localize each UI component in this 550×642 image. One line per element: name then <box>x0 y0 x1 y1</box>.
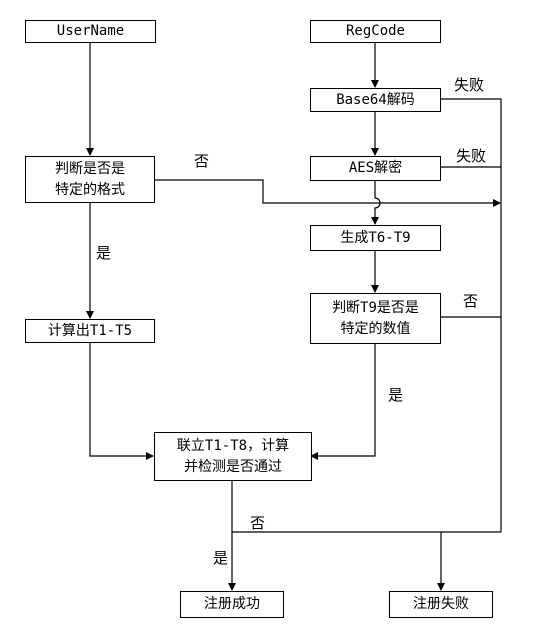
label-format-yes: 是 <box>96 244 112 262</box>
arrow-solve-no <box>231 480 445 591</box>
arrow-checkformat-no <box>154 179 501 207</box>
arrow-calct1t5-solve <box>89 342 154 460</box>
node-gen-t6-t9: 生成T6-T9 <box>310 225 441 251</box>
label-format-no: 否 <box>194 152 210 170</box>
label-t9-yes: 是 <box>388 386 404 404</box>
node-aes-decrypt: AES解密 <box>310 156 441 181</box>
label-solve-yes: 是 <box>213 549 229 567</box>
line-base64-fail <box>440 98 502 532</box>
label-solve-no: 否 <box>250 514 266 532</box>
node-solve-verify: 联立T1-T8，计算 并检测是否通过 <box>154 432 312 481</box>
node-register-success: 注册成功 <box>180 591 284 618</box>
label-aes-fail: 失败 <box>456 147 487 165</box>
node-username: UserName <box>25 20 156 43</box>
arrow-checkt9-solve <box>310 343 376 460</box>
label-t9-no: 否 <box>463 292 479 310</box>
node-base64-decode: Base64解码 <box>310 88 441 112</box>
node-calc-t1-t5: 计算出T1-T5 <box>25 319 155 343</box>
node-register-fail: 注册失败 <box>389 591 493 618</box>
node-check-format: 判断是否是 特定的格式 <box>25 156 155 203</box>
label-base64-fail: 失败 <box>454 76 485 94</box>
node-regcode: RegCode <box>310 20 441 43</box>
arrow-aes-gent6t9 <box>371 180 381 225</box>
node-check-t9: 判断T9是否是 特定的数值 <box>310 293 441 344</box>
